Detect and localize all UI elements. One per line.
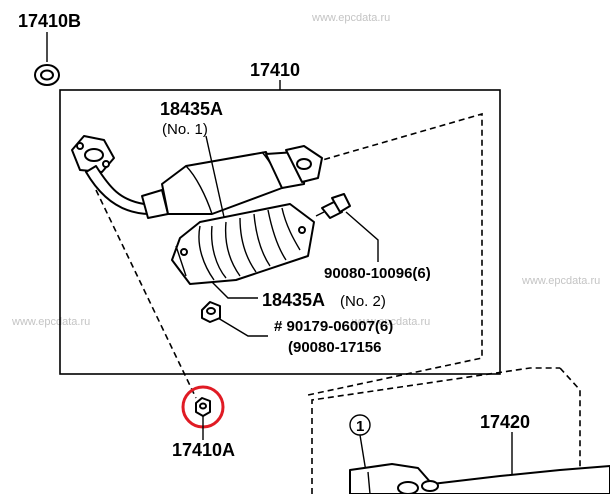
alignment-line bbox=[304, 112, 483, 396]
watermark: www.epcdata.ru bbox=[311, 12, 390, 24]
label-converter-18435a-no2[interactable]: 18435A bbox=[262, 290, 325, 310]
leader-line bbox=[205, 135, 227, 227]
bolt-part[interactable] bbox=[315, 193, 351, 219]
converter-no1-part[interactable] bbox=[71, 135, 323, 219]
callout-circle[interactable]: 1 bbox=[349, 414, 371, 436]
label-converter-no1-sub: (No. 1) bbox=[162, 121, 208, 138]
watermark: www.epcdata.ru bbox=[521, 275, 600, 287]
converter-no2-part[interactable] bbox=[171, 203, 315, 285]
watermark: www.epcdata.ru bbox=[351, 316, 430, 328]
alignment-line bbox=[95, 189, 197, 399]
assembly-frame bbox=[59, 89, 501, 375]
leader-line bbox=[217, 317, 268, 337]
watermark: www.epcdata.ru bbox=[11, 316, 90, 328]
label-converter-18435a-no1[interactable]: 18435A bbox=[160, 99, 223, 119]
leader-line bbox=[359, 434, 367, 473]
label-pipe-17420[interactable]: 17420 bbox=[480, 412, 530, 432]
gasket-ring-part[interactable] bbox=[34, 64, 60, 86]
nut-17410a-part[interactable] bbox=[195, 397, 211, 417]
leader-line bbox=[211, 281, 258, 299]
label-gasket-17410b[interactable]: 17410B bbox=[18, 11, 81, 31]
alignment-line bbox=[311, 367, 560, 494]
exhaust-pipe-part[interactable] bbox=[349, 463, 610, 494]
nut-part[interactable] bbox=[201, 301, 221, 323]
label-bolt-90080-10096[interactable]: 90080-10096(6) bbox=[324, 265, 431, 282]
label-nut-90179-06007[interactable]: # 90179-06007(6) bbox=[274, 318, 393, 335]
label-nut-17410a[interactable]: 17410A bbox=[172, 440, 235, 460]
label-converter-no2-sub: (No. 2) bbox=[340, 293, 386, 310]
leader-line bbox=[345, 211, 379, 262]
callout-number: 1 bbox=[356, 418, 364, 435]
label-assembly-17410[interactable]: 17410 bbox=[250, 60, 300, 80]
label-nut-90080-17156[interactable]: (90080-17156 bbox=[288, 339, 381, 356]
